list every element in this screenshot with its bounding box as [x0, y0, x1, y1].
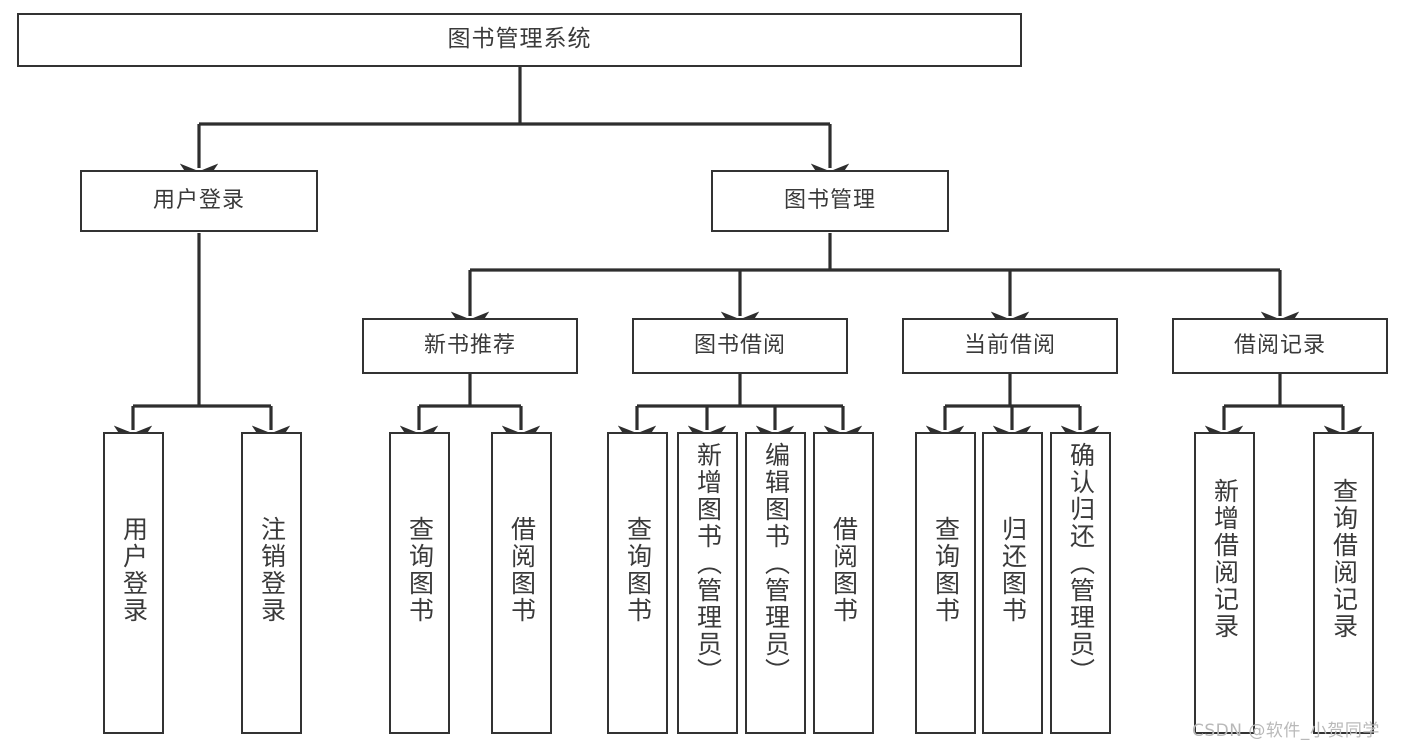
node-new-book-recommend-label: 新书推荐: [423, 332, 516, 358]
leaf-query-book-2-label: 查询图书: [623, 516, 653, 624]
leaf-borrow-book-2[interactable]: 借阅图书: [813, 432, 874, 734]
node-new-book-recommend[interactable]: 新书推荐: [362, 318, 578, 374]
leaf-query-book-3[interactable]: 查询图书: [915, 432, 976, 734]
leaf-query-book-2[interactable]: 查询图书: [607, 432, 668, 734]
leaf-query-record[interactable]: 查询借阅记录: [1313, 432, 1374, 734]
leaf-query-record-label: 查询借阅记录: [1329, 478, 1359, 640]
node-current-borrow[interactable]: 当前借阅: [902, 318, 1118, 374]
node-book-borrow-label: 图书借阅: [693, 332, 786, 358]
node-current-borrow-label: 当前借阅: [963, 332, 1056, 358]
leaf-add-book[interactable]: 新增图书（管理员）: [677, 432, 738, 734]
leaf-logout-login[interactable]: 注销登录: [241, 432, 302, 734]
leaf-logout-login-label: 注销登录: [257, 516, 287, 624]
leaf-confirm-return[interactable]: 确认归还（管理员）: [1050, 432, 1111, 734]
leaf-user-login-label: 用户登录: [119, 516, 149, 624]
node-book-management[interactable]: 图书管理: [711, 170, 949, 232]
node-user-login[interactable]: 用户登录: [80, 170, 318, 232]
leaf-query-book-3-label: 查询图书: [931, 516, 961, 624]
leaf-borrow-book-1[interactable]: 借阅图书: [491, 432, 552, 734]
node-user-login-label: 用户登录: [152, 187, 245, 213]
leaf-add-record[interactable]: 新增借阅记录: [1194, 432, 1255, 734]
leaf-add-book-label: 新增图书（管理员）: [693, 442, 723, 685]
leaf-add-record-label: 新增借阅记录: [1210, 478, 1240, 640]
csdn-watermark: CSDN @软件_小贺同学: [1192, 721, 1380, 741]
node-borrow-record-label: 借阅记录: [1233, 332, 1326, 358]
leaf-query-book-1[interactable]: 查询图书: [389, 432, 450, 734]
leaf-edit-book[interactable]: 编辑图书（管理员）: [745, 432, 806, 734]
node-book-borrow[interactable]: 图书借阅: [632, 318, 848, 374]
leaf-return-book[interactable]: 归还图书: [982, 432, 1043, 734]
leaf-confirm-return-label: 确认归还（管理员）: [1066, 442, 1096, 685]
leaf-user-login[interactable]: 用户登录: [103, 432, 164, 734]
leaf-borrow-book-1-label: 借阅图书: [507, 516, 537, 624]
node-book-management-label: 图书管理: [783, 187, 876, 213]
leaf-edit-book-label: 编辑图书（管理员）: [761, 442, 791, 685]
leaf-return-book-label: 归还图书: [998, 516, 1028, 624]
node-borrow-record[interactable]: 借阅记录: [1172, 318, 1388, 374]
leaf-query-book-1-label: 查询图书: [405, 516, 435, 624]
leaf-borrow-book-2-label: 借阅图书: [829, 516, 859, 624]
node-root[interactable]: 图书管理系统: [17, 13, 1022, 67]
node-root-label: 图书管理系统: [447, 26, 592, 53]
